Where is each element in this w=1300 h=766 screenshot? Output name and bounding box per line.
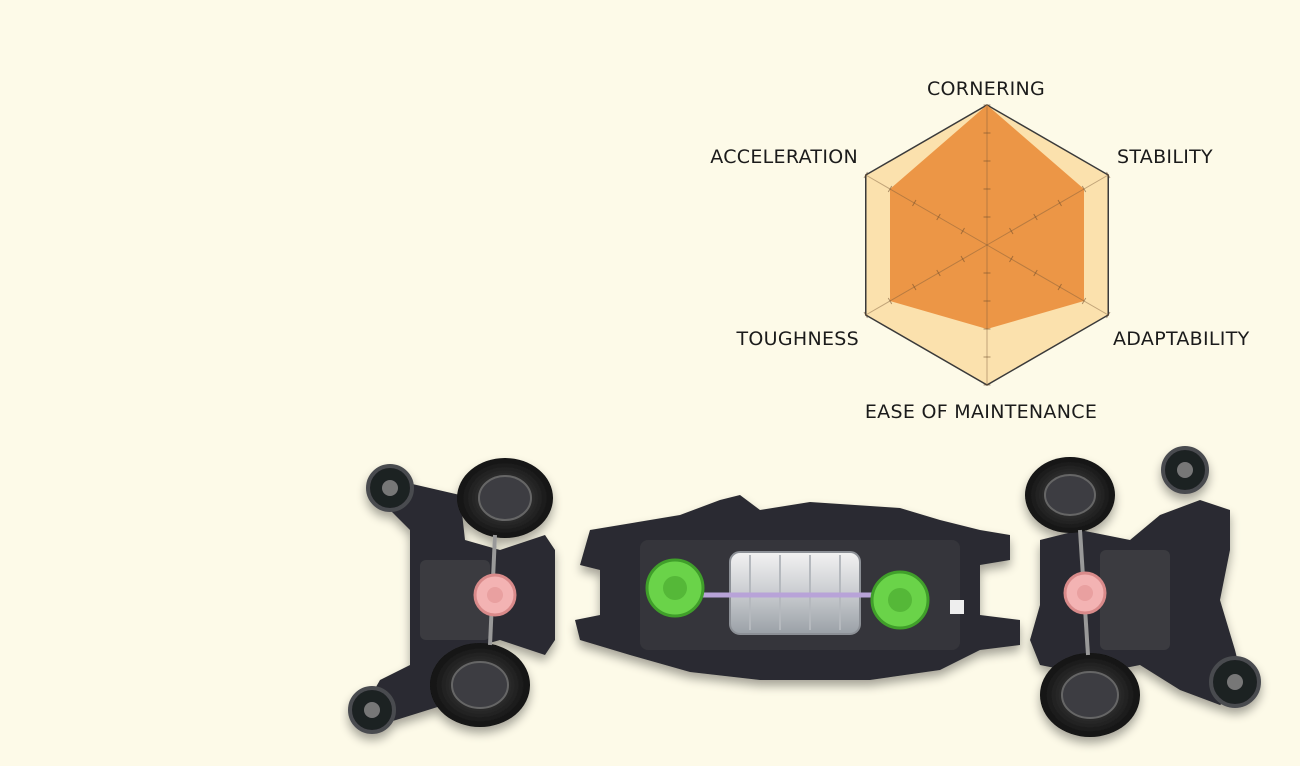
radar-tick [887,185,893,193]
axis-label-ease-of-maintenance: EASE OF MAINTENANCE [865,401,1097,423]
radar-tick [960,255,965,263]
radar-spoke-stability [986,174,1109,246]
radar-tick [936,269,941,277]
radar-spoke-adaptability [986,244,1109,316]
radar-spoke-acceleration [865,174,988,246]
radar-tick [887,297,893,305]
axis-label-acceleration: ACCELERATION [710,146,858,168]
radar-tick [1106,171,1111,179]
main-chassis [575,495,1020,680]
radar-tick [863,311,868,319]
radar-tick [1009,227,1014,235]
radar-tick [1106,311,1111,319]
radar-tick [863,171,868,179]
radar-axis-labels: CORNERING STABILITY ADAPTABILITY EASE OF… [710,78,1249,423]
axis-label-adaptability: ADAPTABILITY [1113,328,1250,350]
radar-tick [1009,255,1014,263]
axis-label-toughness: TOUGHNESS [735,328,859,350]
chassis-image [348,446,1261,737]
radar-grid [863,104,1111,386]
radar-tick [1033,213,1038,221]
radar-tick [912,199,917,207]
radar-tick [1057,283,1062,291]
front-unit [348,458,555,734]
radar-tick [1081,185,1087,193]
radar-tick [1057,199,1062,207]
axis-label-stability: STABILITY [1117,146,1213,168]
radar-spoke-toughness [865,244,988,316]
radar-tick [912,283,917,291]
radar-tick [1081,297,1087,305]
radar-tick [936,213,941,221]
axis-label-cornering: CORNERING [927,78,1045,100]
radar-tick [960,227,965,235]
radar-tick [1033,269,1038,277]
rear-unit [1025,446,1261,737]
